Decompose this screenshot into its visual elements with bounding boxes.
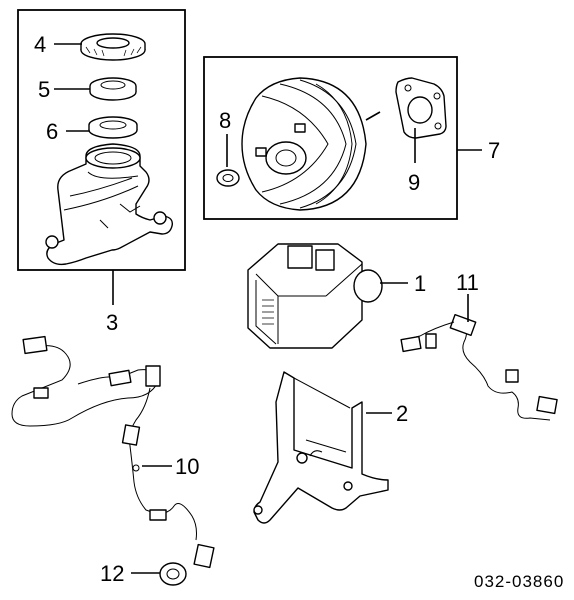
sensor-washer-part: [159, 562, 187, 586]
callout-5: 5: [38, 77, 50, 102]
callout-2: 2: [396, 401, 408, 426]
callout-4: 4: [34, 32, 46, 57]
strainer-part: [89, 77, 137, 101]
front-wheel-sensor-harness-part: [11, 335, 215, 569]
callout-10: 10: [175, 454, 199, 479]
callout-1: 1: [414, 271, 426, 296]
abs-modulator-part: [247, 243, 383, 349]
booster-washer-part: [216, 169, 240, 187]
booster-group-frame: [203, 56, 458, 220]
callout-9: 9: [408, 170, 420, 195]
diagram-code: 032-03860: [474, 572, 564, 591]
rear-wheel-sensor-part: [400, 313, 558, 421]
reservoir-cap-part: [80, 33, 146, 61]
callout-7: 7: [488, 138, 500, 163]
booster-gasket-part: [395, 77, 447, 139]
callout-3: 3: [106, 310, 118, 335]
master-cylinder-part: [45, 143, 174, 266]
reservoir-seal-part: [88, 116, 138, 139]
callout-11: 11: [456, 270, 479, 295]
brake-booster-part: [241, 77, 381, 211]
master-cylinder-group-frame: [17, 9, 186, 271]
callout-6: 6: [46, 119, 58, 144]
callout-12: 12: [100, 561, 124, 586]
callout-8: 8: [219, 108, 231, 133]
abs-bracket-part: [253, 371, 389, 524]
